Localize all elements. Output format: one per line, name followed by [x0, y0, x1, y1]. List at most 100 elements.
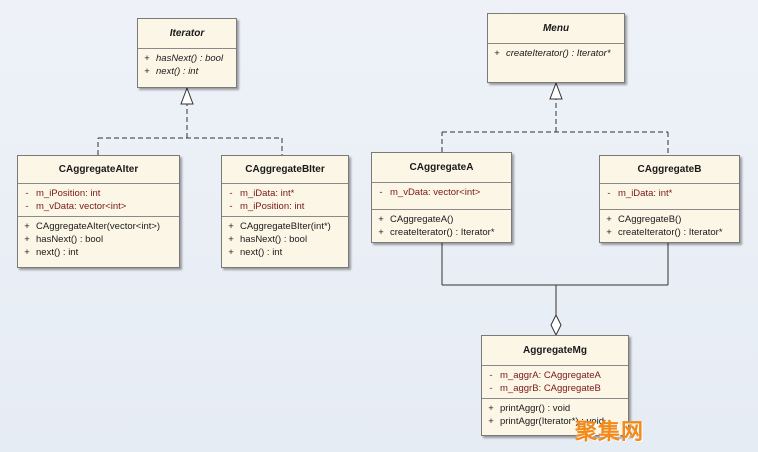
attribute-row: - m_iPosition: int [222, 200, 348, 213]
operation-text: CAggregateBIter(int*) [240, 221, 331, 232]
attributes-section: - m_iPosition: int - m_vData: vector<int… [18, 184, 179, 217]
class-caggregateaiter[interactable]: CAggregateAIter - m_iPosition: int - m_v… [17, 155, 180, 268]
operation-row: + printAggr() : void [482, 402, 628, 415]
class-name: AggregateMg [482, 336, 628, 366]
attribute-row: - m_iData: int* [600, 187, 739, 200]
operation-text: CAggregateAIter(vector<int>) [36, 221, 161, 232]
attribute-text: m_aggrA: CAggregateA [500, 370, 601, 381]
class-caggregatebiter[interactable]: CAggregateBIter - m_iData: int* - m_iPos… [221, 155, 349, 268]
class-iterator[interactable]: Iterator + hasNext() : bool + next() : i… [137, 18, 237, 88]
class-name: CAggregateA [372, 153, 511, 183]
operation-row: + createIterator() : Iterator* [372, 226, 511, 239]
attributes-section: - m_iData: int* - m_iPosition: int [222, 184, 348, 217]
attribute-text: m_iPosition: int [240, 201, 305, 212]
operation-text: CAggregateB() [618, 214, 682, 225]
visibility: - [489, 383, 493, 394]
attributes-section: - m_vData: vector<int> [372, 183, 511, 210]
operation-text: printAggr(Iterator*) : void [500, 416, 605, 427]
visibility: + [378, 227, 384, 238]
attribute-row: - m_iData: int* [222, 187, 348, 200]
class-name: CAggregateAIter [18, 156, 179, 184]
operations-section: + CAggregateAIter(vector<int>) + hasNext… [18, 217, 179, 262]
attribute-row: - m_aggrB: CAggregateB [482, 382, 628, 395]
visibility: + [378, 214, 384, 225]
attribute-text: m_iData: int* [618, 188, 673, 199]
operations-section: + CAggregateA() + createIterator() : Ite… [372, 210, 511, 242]
realization-menu [441, 81, 669, 155]
attributes-section: - m_aggrA: CAggregateA - m_aggrB: CAggre… [482, 366, 628, 399]
attribute-text: m_aggrB: CAggregateB [500, 383, 601, 394]
visibility: + [606, 214, 612, 225]
operation-text: printAggr() : void [500, 403, 571, 414]
operations-section: + CAggregateBIter(int*) + hasNext() : bo… [222, 217, 348, 262]
attribute-text: m_vData: vector<int> [36, 201, 127, 212]
visibility: - [379, 187, 383, 198]
operation-row: + CAggregateA() [372, 213, 511, 226]
attribute-text: m_vData: vector<int> [390, 187, 481, 198]
class-name: Iterator [138, 19, 236, 49]
attribute-row: - m_vData: vector<int> [372, 186, 511, 199]
visibility: + [228, 247, 234, 258]
operation-text: CAggregateA() [390, 214, 454, 225]
operation-text: createIterator() : Iterator* [390, 227, 495, 238]
attribute-row: - m_aggrA: CAggregateA [482, 369, 628, 382]
operation-row: + CAggregateBIter(int*) [222, 220, 348, 233]
operations-section: + createIterator() : Iterator* [488, 44, 624, 63]
class-name: CAggregateBIter [222, 156, 348, 184]
visibility: + [606, 227, 612, 238]
class-caggregateb[interactable]: CAggregateB - m_iData: int* + CAggregate… [599, 155, 740, 243]
operation-row: + next() : int [18, 246, 179, 259]
operation-text: next() : int [156, 66, 199, 77]
class-caggregatea[interactable]: CAggregateA - m_vData: vector<int> + CAg… [371, 152, 512, 243]
operation-row: + next() : int [138, 65, 236, 78]
visibility: + [488, 403, 494, 414]
visibility: - [25, 201, 29, 212]
attribute-text: m_iPosition: int [36, 188, 101, 199]
operation-text: createIterator() : Iterator* [506, 48, 611, 59]
attribute-text: m_iData: int* [240, 188, 295, 199]
operations-section: + CAggregateB() + createIterator() : Ite… [600, 210, 739, 242]
attribute-row: - m_iPosition: int [18, 187, 179, 200]
class-menu[interactable]: Menu + createIterator() : Iterator* [487, 13, 625, 83]
visibility: + [144, 66, 150, 77]
visibility: + [494, 48, 500, 59]
visibility: + [24, 247, 30, 258]
operation-text: hasNext() : bool [156, 53, 224, 64]
visibility: - [229, 201, 233, 212]
aggregation-mg [441, 243, 669, 337]
visibility: + [488, 416, 494, 427]
visibility: - [229, 188, 233, 199]
operation-text: createIterator() : Iterator* [618, 227, 723, 238]
visibility: + [24, 221, 30, 232]
class-aggregatemg[interactable]: AggregateMg - m_aggrA: CAggregateA - m_a… [481, 335, 629, 436]
operation-row: + hasNext() : bool [222, 233, 348, 246]
realization-iterator [97, 86, 283, 155]
visibility: + [24, 234, 30, 245]
attributes-section: - m_iData: int* [600, 184, 739, 210]
operation-text: next() : int [240, 247, 283, 258]
operation-row: + createIterator() : Iterator* [488, 47, 624, 60]
operation-row: + printAggr(Iterator*) : void [482, 415, 628, 428]
operations-section: + printAggr() : void + printAggr(Iterato… [482, 399, 628, 431]
class-name: Menu [488, 14, 624, 44]
visibility: + [228, 234, 234, 245]
operation-text: hasNext() : bool [36, 234, 104, 245]
operation-text: hasNext() : bool [240, 234, 308, 245]
attribute-row: - m_vData: vector<int> [18, 200, 179, 213]
operation-row: + CAggregateB() [600, 213, 739, 226]
class-name: CAggregateB [600, 156, 739, 184]
visibility: + [228, 221, 234, 232]
operation-row: + hasNext() : bool [138, 52, 236, 65]
visibility: - [607, 188, 611, 199]
operation-text: next() : int [36, 247, 79, 258]
operation-row: + createIterator() : Iterator* [600, 226, 739, 239]
visibility: - [25, 188, 29, 199]
operations-section: + hasNext() : bool + next() : int [138, 49, 236, 81]
visibility: + [144, 53, 150, 64]
operation-row: + hasNext() : bool [18, 233, 179, 246]
visibility: - [489, 370, 493, 381]
operation-row: + next() : int [222, 246, 348, 259]
operation-row: + CAggregateAIter(vector<int>) [18, 220, 179, 233]
